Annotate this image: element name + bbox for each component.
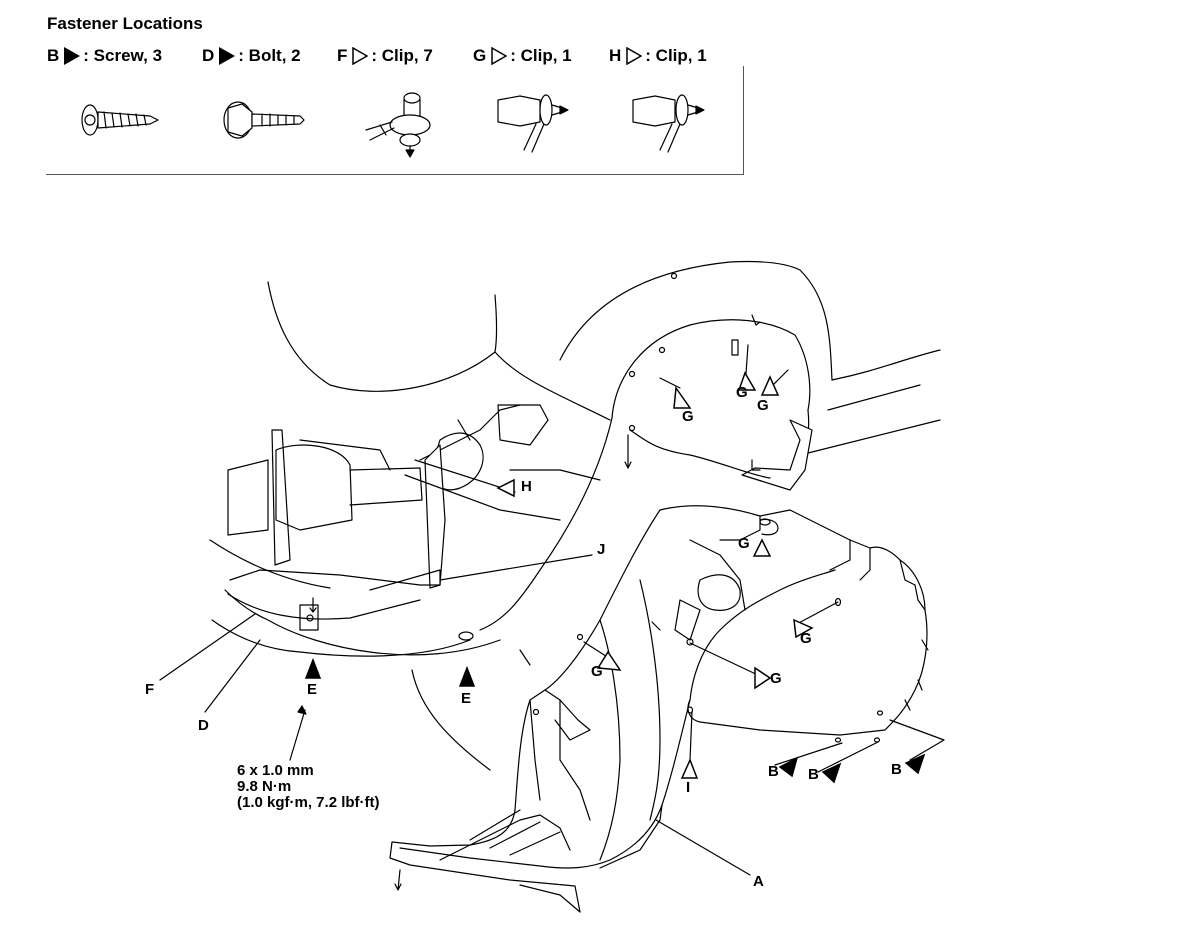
fastener-text: : Clip, 1 [645, 46, 707, 65]
fastener-text: : Clip, 1 [510, 46, 572, 65]
fastener-text: : Clip, 7 [371, 46, 433, 65]
fastener-code: H [609, 46, 622, 65]
callout-g: G [757, 397, 769, 414]
open-triangle-icon [491, 47, 508, 65]
fastener-label-d: D : Bolt, 2 [202, 46, 301, 66]
fastener-label-h: H : Clip, 1 [609, 46, 707, 66]
fastener-label-g: G : Clip, 1 [473, 46, 572, 66]
solid-triangle-icon [458, 665, 476, 687]
spec-size: 6 x 1.0 mm [237, 762, 314, 779]
fastener-code: G [473, 46, 487, 65]
callout-g: G [591, 663, 603, 680]
clip-icon-f [365, 92, 431, 158]
fastener-code: F [337, 46, 348, 65]
open-triangle-icon [352, 47, 369, 65]
open-triangle-icon [626, 47, 643, 65]
fender-liner-part-a [389, 505, 929, 913]
callout-b: B [808, 766, 819, 783]
open-triangle-icon [737, 371, 757, 391]
fastener-text: : Screw, 3 [83, 46, 163, 65]
callout-a: A [753, 873, 764, 890]
solid-triangle-icon [778, 756, 799, 778]
spec-torque-nm: 9.8 N·m [237, 778, 292, 795]
fastener-code: B [47, 46, 60, 65]
solid-triangle-icon [219, 47, 236, 65]
solid-triangle-icon [821, 762, 842, 784]
open-triangle-icon [596, 650, 622, 671]
page-title: Fastener Locations [47, 14, 203, 33]
open-triangle-icon [752, 538, 772, 557]
open-triangle-icon [793, 618, 814, 639]
callout-g: G [800, 630, 812, 647]
solid-triangle-icon [304, 657, 322, 679]
callout-i: I [686, 779, 691, 796]
open-triangle-icon [496, 478, 515, 498]
torque-spec: 6 x 1.0 mm 9.8 N·m (1.0 kgf·m, 7.2 lbf·f… [237, 763, 380, 811]
fastener-code: D [202, 46, 215, 65]
clip-icon-g [497, 94, 569, 153]
open-triangle-icon [673, 385, 692, 409]
open-triangle-icon [760, 375, 780, 396]
callout-g: G [770, 670, 782, 687]
screw-icon [81, 104, 159, 136]
callout-f: F [145, 681, 155, 698]
clip-icon-h [632, 94, 705, 153]
solid-triangle-icon [904, 753, 926, 775]
fastener-text: : Bolt, 2 [238, 46, 301, 65]
solid-triangle-icon [64, 47, 81, 65]
callout-d: D [198, 717, 209, 734]
callout-j: J [597, 541, 606, 558]
fastener-legend-box [46, 66, 744, 175]
callout-h: H [521, 478, 532, 495]
callout-g: G [736, 384, 748, 401]
open-triangle-icon [754, 666, 772, 690]
fastener-label-b: B : Screw, 3 [47, 46, 162, 66]
spec-torque-alt: (1.0 kgf·m, 7.2 lbf·ft) [237, 794, 380, 811]
callout-e: E [307, 681, 318, 698]
callout-b: B [768, 763, 779, 780]
callout-g: G [682, 408, 694, 425]
open-triangle-icon [680, 758, 699, 779]
fastener-label-f: F : Clip, 7 [337, 46, 433, 66]
callout-g: G [738, 535, 750, 552]
bolt-icon [223, 101, 305, 139]
callout-b: B [891, 761, 902, 778]
callout-e: E [461, 690, 472, 707]
